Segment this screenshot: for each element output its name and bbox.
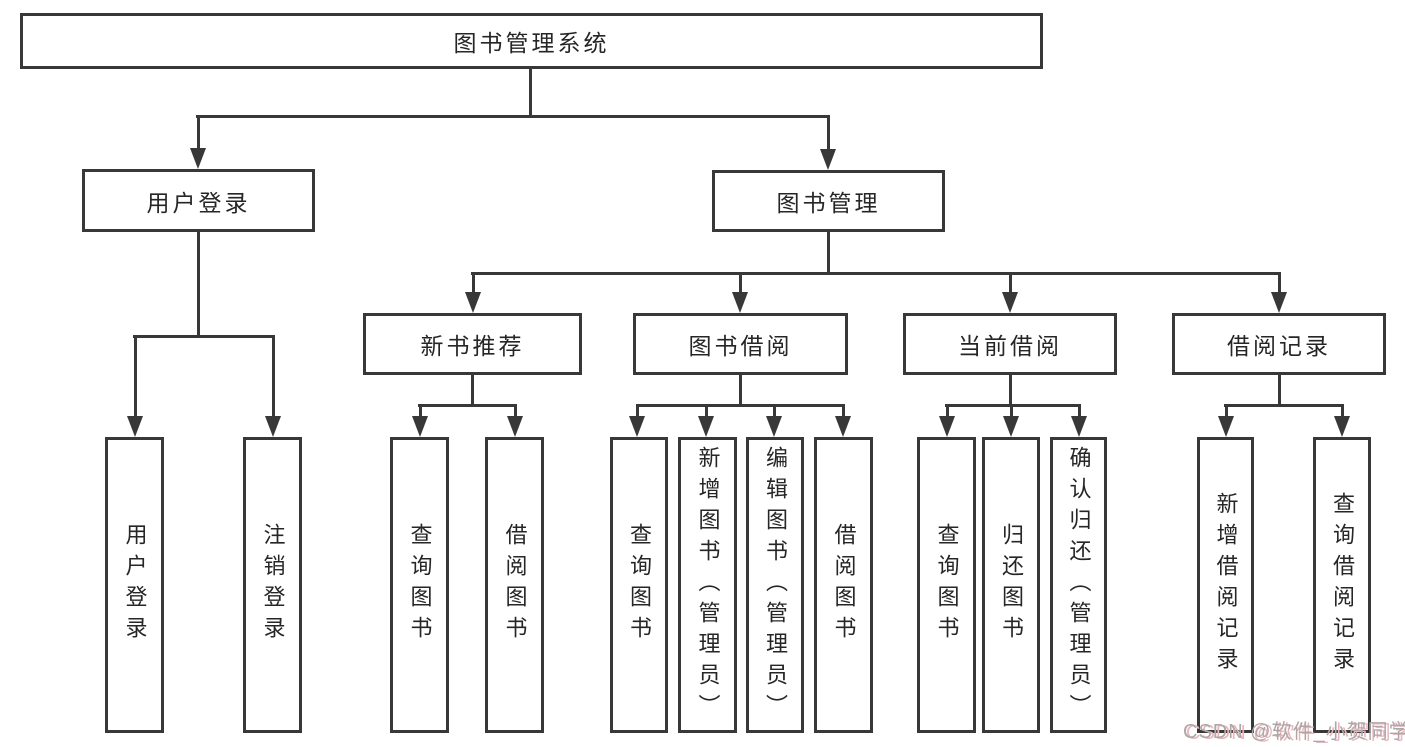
connector-arrow <box>629 404 645 437</box>
connector-line <box>197 232 200 338</box>
leaf-add-books-admin: 新增图书（管理员） <box>678 437 737 733</box>
connector-arrow <box>1002 272 1018 313</box>
connector-line <box>471 272 1281 275</box>
connector-line <box>1009 375 1012 407</box>
connector-line <box>945 404 1081 407</box>
connector-arrow <box>127 335 143 437</box>
connector-arrow <box>766 404 782 437</box>
connector-arrow <box>190 115 206 169</box>
connector-arrow <box>507 404 523 437</box>
connector-arrow <box>698 404 714 437</box>
connector-arrow <box>465 272 481 313</box>
leaf-add-borrow-record: 新增借阅记录 <box>1197 437 1254 733</box>
connector-arrow <box>732 272 748 313</box>
leaf-edit-books-admin: 编辑图书（管理员） <box>746 437 804 733</box>
connector-line <box>1278 375 1281 407</box>
node-book-borrowing: 图书借阅 <box>633 313 848 375</box>
leaf-confirm-return-admin: 确认归还（管理员） <box>1050 437 1107 733</box>
watermark: CSDN @软件_小贺同学 <box>1183 721 1405 743</box>
connector-arrow <box>1271 272 1287 313</box>
connector-arrow <box>1003 404 1019 437</box>
leaf-borrow-books-2: 借阅图书 <box>814 437 873 733</box>
leaf-return-books: 归还图书 <box>982 437 1040 733</box>
connector-arrow <box>820 115 836 170</box>
node-new-book-recommendation: 新书推荐 <box>363 313 582 375</box>
connector-line <box>739 375 742 407</box>
node-user-login: 用户登录 <box>82 169 315 232</box>
connector-line <box>1224 404 1344 407</box>
connector-arrow <box>1218 404 1234 437</box>
leaf-query-books-2: 查询图书 <box>610 437 668 733</box>
connector-arrow <box>1071 404 1087 437</box>
connector-arrow <box>835 404 851 437</box>
connector-line <box>827 232 830 275</box>
leaf-query-books-1: 查询图书 <box>390 437 449 733</box>
connector-arrow <box>939 404 955 437</box>
node-borrowing-records: 借阅记录 <box>1172 313 1386 375</box>
connector-line <box>471 375 474 407</box>
leaf-query-books-3: 查询图书 <box>917 437 976 733</box>
leaf-user-login: 用户登录 <box>105 437 164 733</box>
node-root: 图书管理系统 <box>20 13 1043 69</box>
connector-line <box>133 335 274 338</box>
connector-line <box>636 404 845 407</box>
connector-arrow <box>412 404 428 437</box>
connector-line <box>529 69 532 118</box>
leaf-borrow-books-1: 借阅图书 <box>485 437 544 733</box>
connector-line <box>196 115 830 118</box>
connector-arrow <box>1334 404 1350 437</box>
connector-arrow <box>265 335 281 437</box>
leaf-query-borrow-record: 查询借阅记录 <box>1313 437 1371 733</box>
leaf-logout: 注销登录 <box>243 437 302 733</box>
connector-line <box>418 404 517 407</box>
node-book-management: 图书管理 <box>712 170 945 232</box>
node-current-borrowing: 当前借阅 <box>903 313 1117 375</box>
